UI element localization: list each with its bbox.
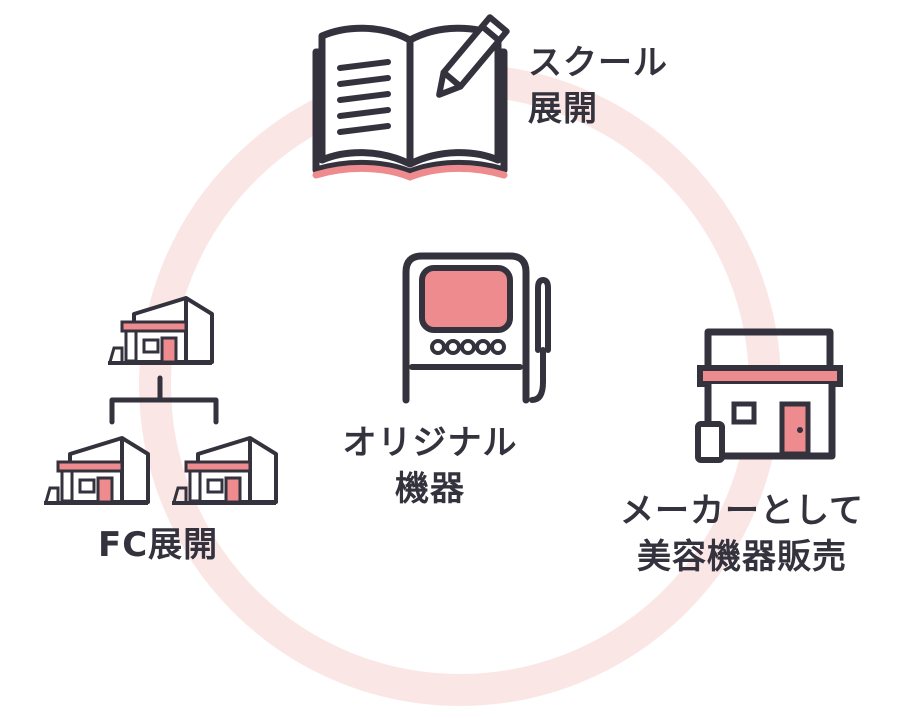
original-device-line1: オリジナル bbox=[342, 423, 518, 463]
franchise-stores-tree-icon bbox=[42, 296, 278, 505]
original-device-label: オリジナル 機器 bbox=[330, 420, 530, 512]
original-device-line2: 機器 bbox=[395, 469, 465, 509]
school-expansion-line1: スクール bbox=[528, 43, 668, 83]
fc-expansion-label: FC展開 bbox=[98, 525, 219, 565]
handheld-device-icon bbox=[402, 252, 551, 404]
maker-sales-line2: 美容機器販売 bbox=[637, 537, 847, 577]
maker-sales-line1: メーカーとして bbox=[620, 491, 864, 531]
school-expansion-label: スクール 展開 bbox=[528, 40, 668, 132]
storefront-icon bbox=[695, 328, 843, 463]
maker-sales-label: メーカーとして 美容機器販売 bbox=[612, 488, 872, 580]
school-expansion-line2: 展開 bbox=[528, 89, 598, 129]
open-notebook-pencil-icon bbox=[312, 14, 510, 181]
